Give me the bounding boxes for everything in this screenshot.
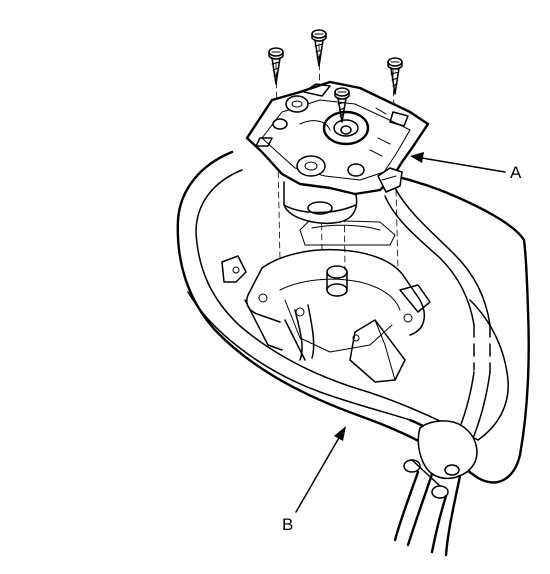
callout-b-arrowhead (334, 426, 346, 441)
callout-a-label: A (510, 163, 522, 182)
wiring-harness (294, 187, 491, 451)
screw-2 (311, 29, 327, 67)
callout-a: A (410, 152, 522, 182)
callout-b-label: B (282, 515, 293, 534)
exit-cables (393, 470, 462, 557)
screw-4 (334, 87, 350, 123)
callout-b: B (282, 426, 346, 534)
callout-a-arrowhead (410, 152, 424, 163)
screw-1 (268, 47, 284, 85)
screw-3 (387, 57, 403, 95)
mirror-base-interior (221, 219, 431, 383)
mirror-actuator-unit (245, 80, 430, 224)
cable-grommet (403, 420, 478, 499)
